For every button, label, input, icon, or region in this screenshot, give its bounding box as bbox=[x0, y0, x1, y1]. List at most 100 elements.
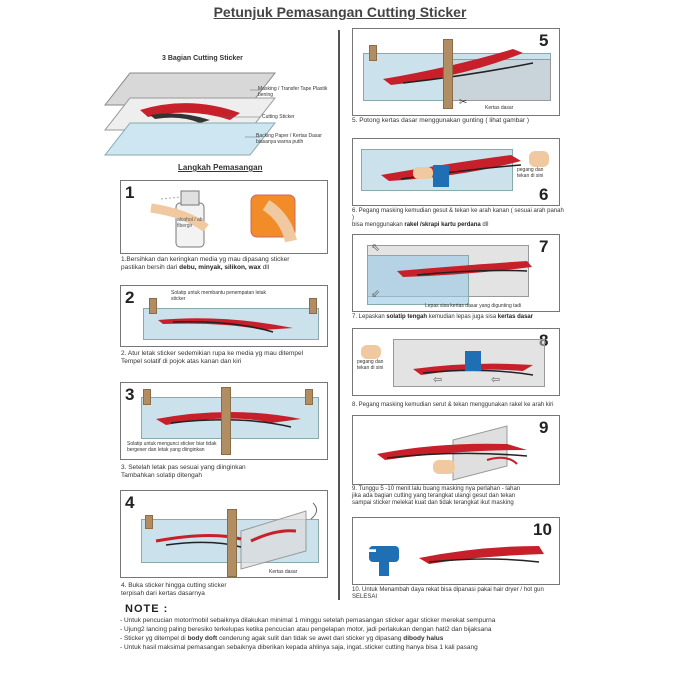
note-line-2: - Ujung2 lancing paling beresiko terkelu… bbox=[120, 626, 492, 633]
note-line-1: - Untuk pencucian motor/mobil sebaiknya … bbox=[120, 617, 496, 624]
scissors-icon: ✂ bbox=[459, 97, 468, 108]
step-6-caption-line1: 6. Pegang masking kemudian gesut & tekan… bbox=[352, 208, 564, 221]
page-title: Petunjuk Pemasangan Cutting Sticker bbox=[213, 4, 467, 20]
step-2-tape-left bbox=[149, 298, 157, 314]
step-1-caption-bold: debu, minyak, silikon, wax bbox=[179, 264, 261, 271]
step-3-caption: 3. Setelah letak pas sesuai yang diingin… bbox=[121, 464, 336, 480]
parts-illustration bbox=[103, 72, 277, 156]
step-8-box: 8 pegang dan tekan di sini ⇦ ⇦ bbox=[352, 328, 560, 396]
step-9-box: 9 bbox=[352, 415, 560, 485]
step-10-caption-line2: SELESAI bbox=[352, 594, 378, 600]
step-1-caption-line2a: pastikan bersih dari bbox=[121, 264, 180, 271]
step-4-number: 4 bbox=[125, 493, 135, 512]
step-7-label: Lepas sisa kertas dasar yang digunting t… bbox=[425, 303, 522, 309]
left-arrow-icon-2: ⇦ bbox=[491, 374, 501, 386]
step-6-caption-line2a: bisa menggunakan bbox=[352, 222, 405, 228]
squeegee-icon bbox=[465, 351, 481, 371]
step-4-caption: 4. Buka sticker hingga cutting sticker t… bbox=[121, 582, 336, 598]
note-title: NOTE : bbox=[125, 603, 169, 615]
step-4-tape-left bbox=[145, 515, 153, 529]
step-6-caption-bold: rakel /skrapi kartu perdana bbox=[404, 222, 481, 228]
step-2-label: Solatip untuk membantu penempatan letak … bbox=[171, 290, 267, 302]
step-8-caption: 8. Pegang masking kemudian serut & tekan… bbox=[352, 402, 554, 408]
step-2-number: 2 bbox=[125, 288, 135, 307]
step-1-caption-line1: 1.Bersihkan dan keringkan media yg mau d… bbox=[121, 256, 290, 263]
step-5-sticker bbox=[383, 49, 534, 85]
step-6-caption: 6. Pegang masking kemudian gesut & tekan… bbox=[352, 208, 567, 229]
step-4-caption-line2: terpisah dari kertas dasarnya bbox=[121, 590, 205, 597]
step-4-box: 4 Kertas dasar bbox=[120, 490, 328, 578]
step-3-number: 3 bbox=[125, 385, 135, 404]
sticker-label: Cutting Sticker bbox=[262, 114, 295, 120]
step-9-number: 9 bbox=[539, 418, 549, 437]
langkah-heading: Langkah Pemasangan bbox=[178, 163, 263, 172]
step-9-illustration bbox=[377, 425, 528, 481]
hand-right-icon bbox=[529, 151, 549, 167]
left-arrow-icon: ⇦ bbox=[433, 374, 443, 386]
squeegee-icon bbox=[433, 165, 449, 187]
step-1-bottle-label: alcohol / ab fibergir bbox=[177, 217, 203, 229]
step-4-caption-line1: 4. Buka sticker hingga cutting sticker bbox=[121, 582, 227, 589]
note-line-3c: cenderung agak sulit dan tidak se awet d… bbox=[217, 635, 404, 642]
step-5-tape-middle bbox=[443, 39, 453, 109]
note-line-3-bold2: dibody halus bbox=[403, 635, 444, 642]
step-3-box: 3 Solatip untuk mengunci sticker biar ti… bbox=[120, 382, 328, 460]
note-line-3: - Sticker yg ditempel di body doft cende… bbox=[120, 635, 443, 643]
step-6-number: 6 bbox=[539, 185, 549, 204]
column-divider bbox=[338, 30, 340, 600]
step-10-caption-line1: 10. Untuk Menambah daya rekat bisa dipan… bbox=[352, 587, 544, 593]
step-3-label: Solatip untuk mengunci sticker biar tida… bbox=[127, 441, 217, 453]
step-9-caption-line3: sampai sticker melekat kuat dan tidak te… bbox=[352, 500, 514, 506]
note-line-4: - Untuk hasil maksimal pemasangan sebaik… bbox=[120, 644, 478, 651]
down-left-arrow-icon: ⇙ bbox=[371, 288, 381, 300]
step-6-sticker bbox=[381, 155, 522, 181]
up-left-arrow-icon: ⇖ bbox=[371, 242, 381, 254]
step-1-caption-line2c: dll bbox=[260, 264, 270, 271]
masking-label: Masking / Transfer Tape Plastik bening bbox=[258, 86, 328, 98]
hair-dryer-icon: ▬ bbox=[367, 544, 376, 554]
hand-icon bbox=[361, 345, 381, 359]
step-7-backing bbox=[367, 255, 469, 305]
note-line-3-bold1: body doft bbox=[187, 635, 218, 642]
step-3-tape-left bbox=[143, 389, 151, 405]
step-2-tape-right bbox=[309, 298, 317, 314]
step-7-caption-bold1: solatip tengah bbox=[386, 314, 428, 320]
step-5-caption: 5. Potong kertas dasar menggunakan gunti… bbox=[352, 117, 530, 124]
step-10-caption: 10. Untuk Menambah daya rekat bisa dipan… bbox=[352, 587, 567, 601]
step-6-label: pegang dan tekan di sini bbox=[517, 167, 544, 179]
backing-label: Backing Paper / Kertas Dasar biasanya wa… bbox=[256, 133, 322, 145]
step-2-caption-line1: 2. Atur letak sticker sedemikian rupa ke… bbox=[121, 350, 304, 357]
step-9-caption: 9. Tunggu 5 -10 menit lalu buang masking… bbox=[352, 486, 567, 507]
step-2-caption: 2. Atur letak sticker sedemikian rupa ke… bbox=[121, 350, 336, 366]
step-7-sticker bbox=[397, 261, 532, 277]
note-line-3a: - Sticker yg ditempel di bbox=[120, 635, 188, 642]
step-7-caption: 7. Lepaskan solatip tengah kemudian lepa… bbox=[352, 313, 567, 321]
step-8-label: pegang dan tekan di sini bbox=[357, 359, 384, 371]
step-5-label: Kertas dasar bbox=[485, 105, 514, 111]
step-7-box: 7 ⇖ ⇙ Lepas sisa kertas dasar yang digun… bbox=[352, 234, 560, 312]
step-7-caption-a: 7. Lepaskan bbox=[352, 314, 387, 320]
step-10-number: 10 bbox=[533, 520, 552, 539]
step-10-illustration bbox=[369, 546, 544, 576]
step-6-box: 6 pegang dan tekan di sini bbox=[352, 138, 560, 206]
step-7-caption-c: kemudian lepas juga sisa bbox=[427, 314, 498, 320]
step-2-box: 2 Solatip untuk membantu penempatan leta… bbox=[120, 285, 328, 347]
step-9-caption-line2: jika ada bagian cutting yang terangkat u… bbox=[352, 493, 516, 499]
step-5-tape-left bbox=[369, 45, 377, 61]
step-6-caption-line2c: dll bbox=[480, 222, 489, 228]
step-2-sticker bbox=[158, 318, 293, 333]
step-10-box: 10 ▬ bbox=[352, 517, 560, 585]
step-1-illustration bbox=[150, 190, 297, 248]
hand-icon bbox=[433, 460, 455, 474]
step-7-number: 7 bbox=[539, 237, 549, 256]
step-9-caption-line1: 9. Tunggu 5 -10 menit lalu buang masking… bbox=[352, 486, 521, 492]
step-2-caption-line2: Tempel solatif di pojok atas kanan dan k… bbox=[121, 358, 242, 365]
step-3-tape-middle bbox=[221, 387, 231, 455]
step-4-tape-middle bbox=[227, 509, 237, 577]
parts-heading: 3 Bagian Cutting Sticker bbox=[162, 55, 243, 62]
step-4-label: Kertas dasar bbox=[269, 569, 298, 575]
step-7-caption-bold2: kertas dasar bbox=[497, 314, 534, 320]
step-5-number: 5 bbox=[539, 31, 549, 50]
step-3-caption-line1: 3. Setelah letak pas sesuai yang diingin… bbox=[121, 464, 246, 471]
hand-icon bbox=[413, 167, 433, 179]
